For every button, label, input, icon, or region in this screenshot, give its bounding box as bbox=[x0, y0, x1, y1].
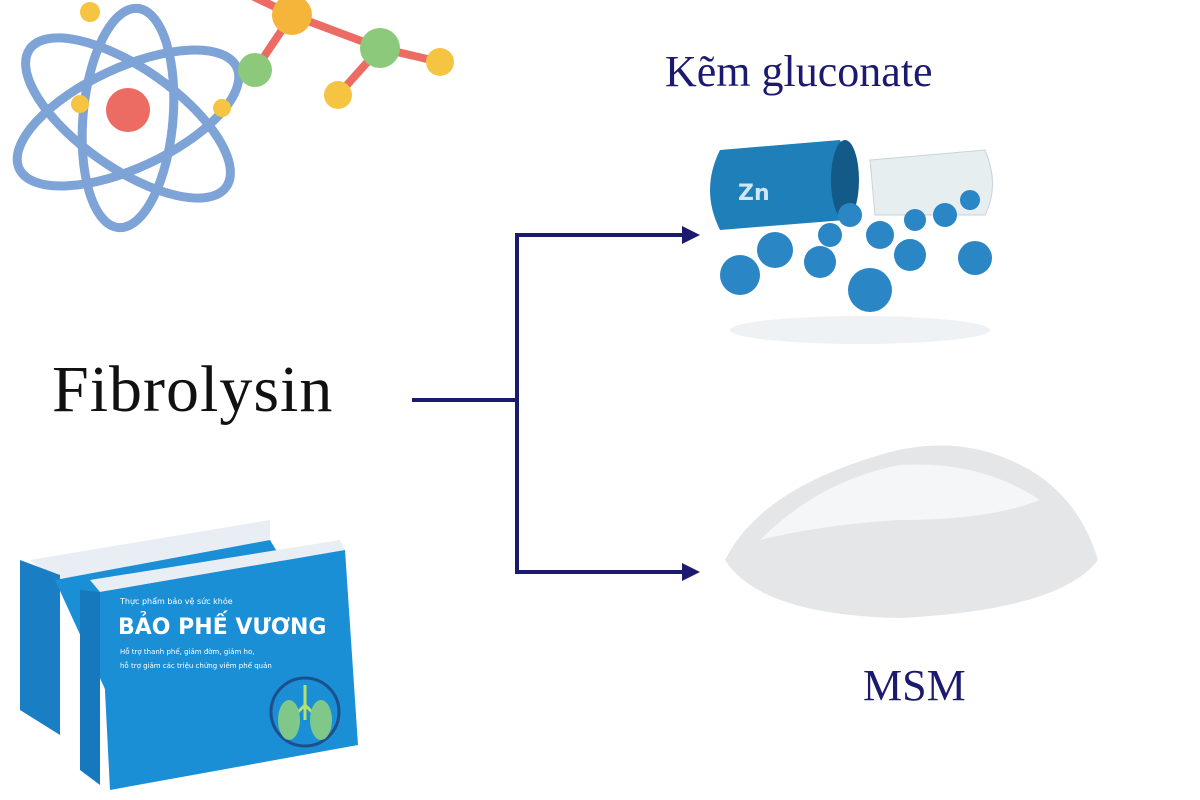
zinc-capsules-image: Zn bbox=[710, 140, 993, 344]
atom-icon bbox=[12, 2, 244, 233]
product-desc-1: Hỗ trợ thanh phế, giảm đờm, giảm ho, bbox=[120, 647, 255, 656]
source-label: Fibrolysin bbox=[52, 353, 334, 426]
product-box-image: Thực phẩm bảo vệ sức khỏe BẢO PHẾ VƯƠNG … bbox=[20, 520, 358, 790]
product-desc-2: hỗ trợ giảm các triệu chứng viêm phế quả… bbox=[120, 661, 272, 670]
product-name: BẢO PHẾ VƯƠNG bbox=[118, 611, 326, 640]
zinc-gluconate-label: Kẽm gluconate bbox=[665, 47, 933, 96]
product-category: Thực phẩm bảo vệ sức khỏe bbox=[119, 596, 233, 607]
msm-powder-image bbox=[725, 445, 1098, 618]
zn-mark: Zn bbox=[738, 181, 770, 206]
molecule-icon bbox=[238, 0, 454, 109]
branch-arrows bbox=[412, 226, 700, 581]
msm-label: MSM bbox=[863, 661, 966, 710]
